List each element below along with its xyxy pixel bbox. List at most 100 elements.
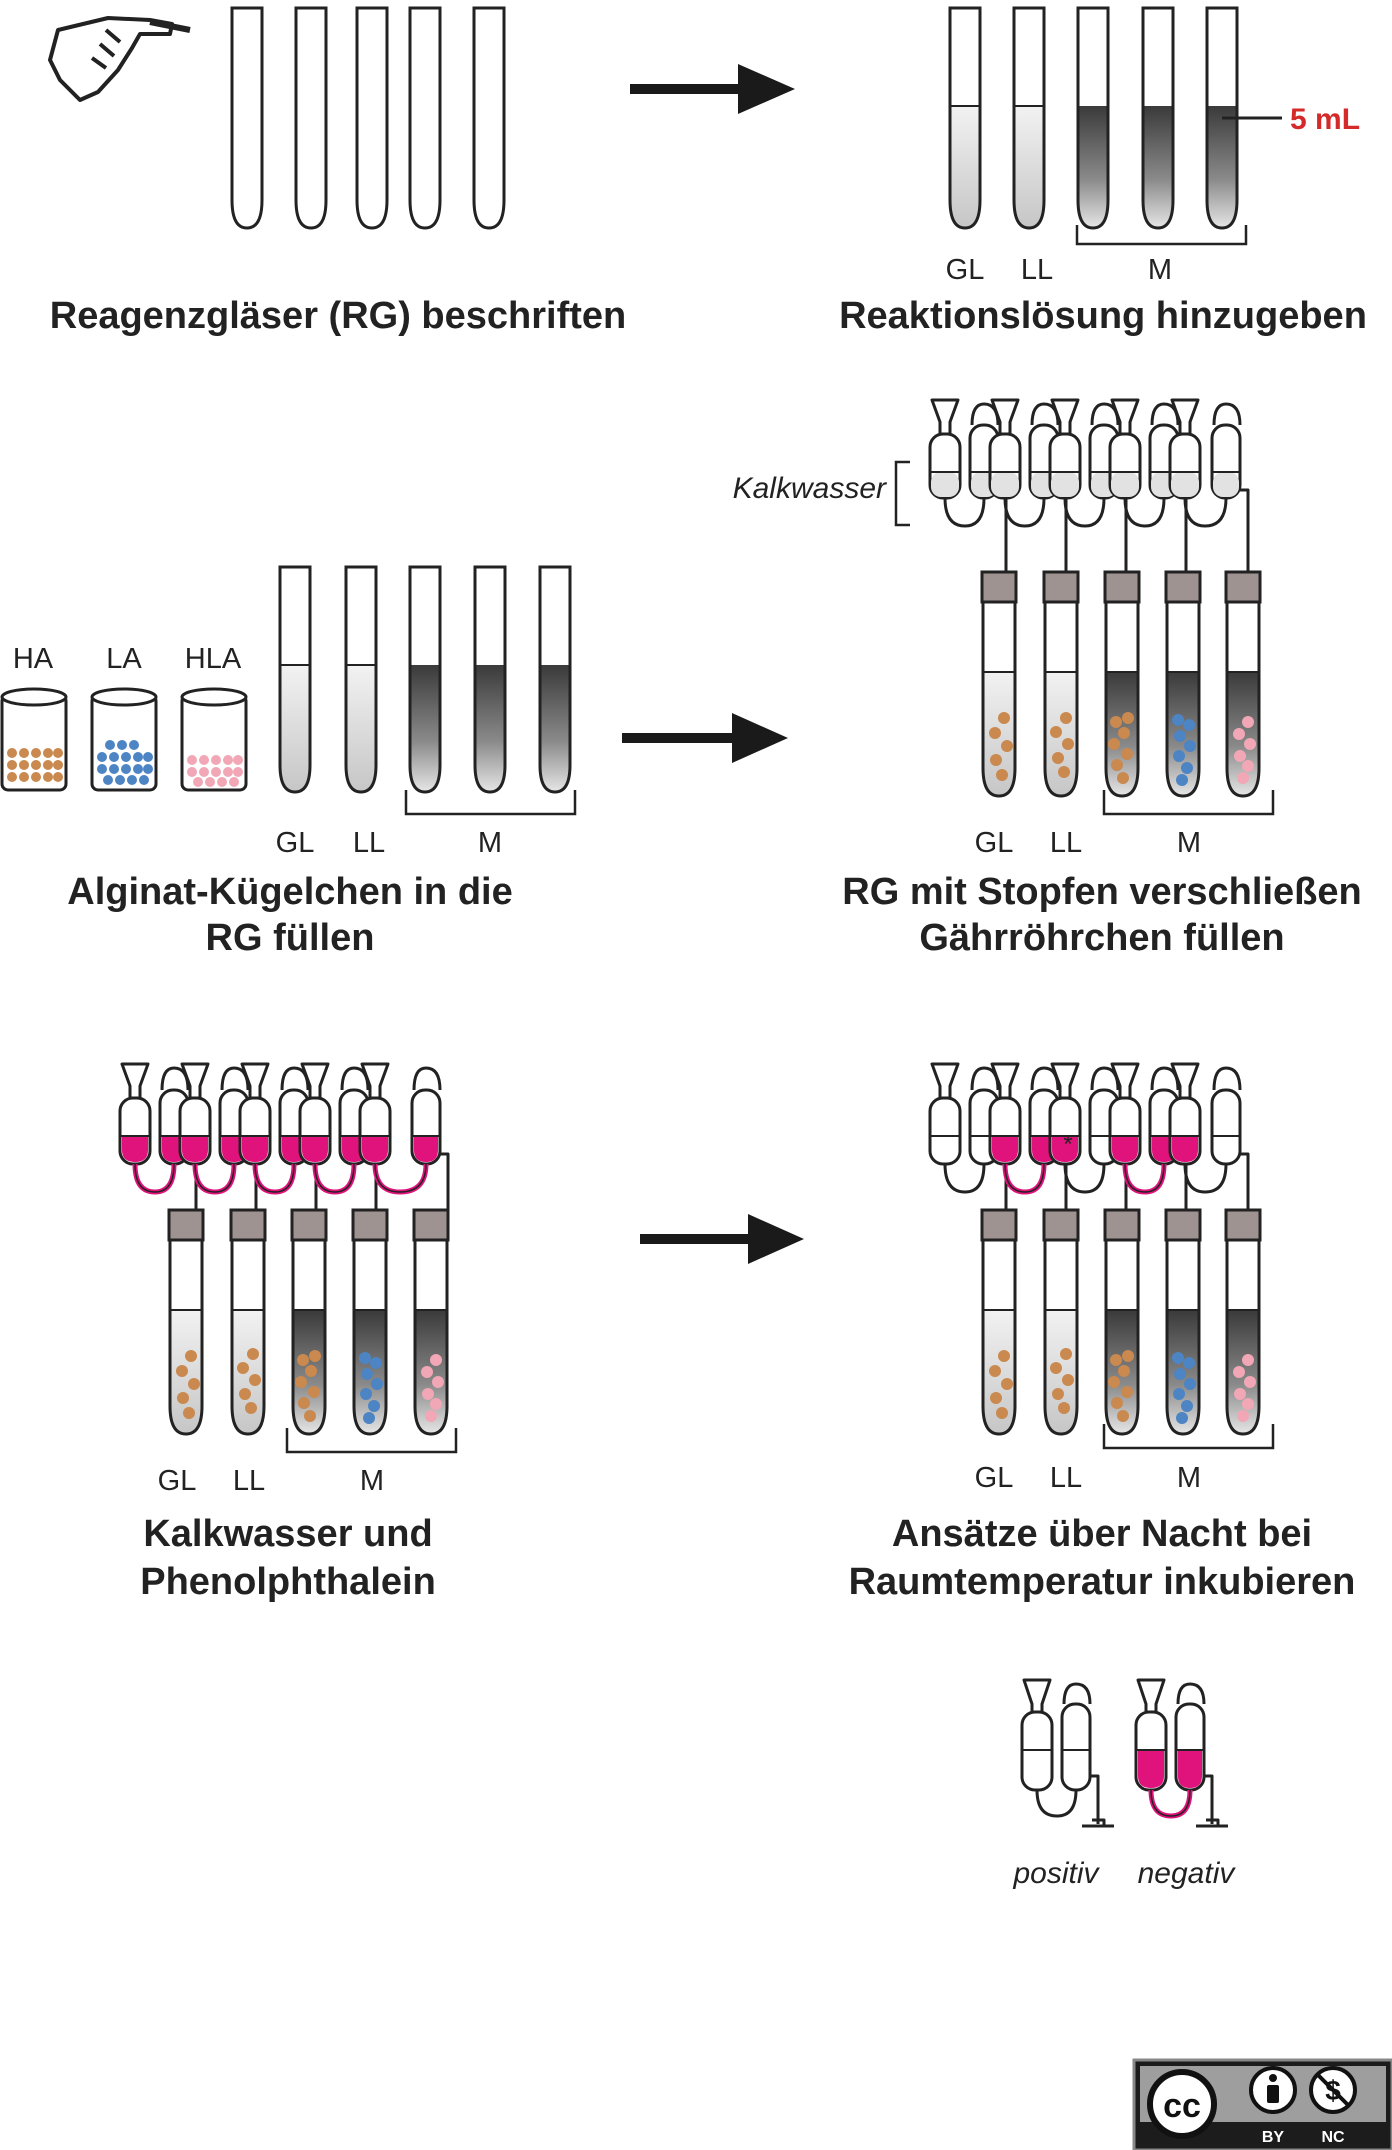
empty-tube — [472, 6, 506, 230]
fermentation-tube-row-result — [928, 1062, 1250, 1210]
label-ll: LL — [1050, 827, 1082, 859]
step-1: Reagenzgläser (RG) beschriften — [48, 6, 626, 337]
cc-icon: cc — [1147, 2069, 1217, 2139]
m-bracket — [1102, 790, 1275, 816]
tube-m — [1205, 6, 1239, 230]
step-3-title-line2: RG füllen — [206, 917, 375, 959]
label-m: M — [478, 827, 502, 859]
step-5: GL LL M Kalkwasser und Phenolphthalein — [118, 1062, 458, 1603]
arrow-icon — [622, 713, 788, 763]
fermentation-tube — [988, 1062, 1068, 1210]
svg-text:cc: cc — [1163, 2087, 1201, 2125]
label-m: M — [1177, 1462, 1201, 1494]
label-gl: GL — [276, 827, 315, 859]
step-4: Kalkwasser — [733, 398, 1362, 959]
kalkwasser-label: Kalkwasser — [733, 472, 887, 505]
tube-ll — [1012, 6, 1046, 230]
stoppered-tube-gl — [980, 570, 1018, 798]
m-bracket — [1102, 1424, 1275, 1450]
stoppered-tube-gl — [167, 1208, 205, 1436]
fermentation-tube — [1168, 1062, 1250, 1210]
hand-writing-icon — [48, 16, 191, 102]
noncommercial-icon: $ — [1309, 2066, 1357, 2114]
step-6-title-line2: Raumtemperatur inkubieren — [849, 1561, 1356, 1603]
bead-label-hla: HLA — [185, 643, 242, 675]
legend-negative-label: negativ — [1138, 1857, 1237, 1890]
step-5-title-line2: Phenolphthalein — [140, 1561, 436, 1603]
bead-label-la: LA — [106, 643, 142, 675]
beaker-la — [90, 687, 158, 792]
label-ll: LL — [353, 827, 385, 859]
label-m: M — [360, 1465, 384, 1497]
bead-label-ha: HA — [13, 643, 54, 675]
license-by-label: BY — [1262, 2129, 1285, 2146]
fermentation-tube-row-magenta — [118, 1062, 450, 1210]
beaker-hla — [180, 687, 248, 792]
cc-license-badge: cc $ BY NC — [1132, 2058, 1392, 2150]
fermentation-tube-row — [928, 398, 1250, 572]
tube-m — [408, 565, 442, 794]
m-bracket — [1075, 225, 1248, 246]
legend-positive-tube — [1020, 1678, 1114, 1828]
stoppered-tube-m — [1224, 1208, 1262, 1436]
legend-positive-label: positiv — [1012, 1857, 1100, 1890]
stoppered-tube-m — [1224, 570, 1262, 798]
empty-tube — [230, 6, 264, 230]
step-6: * — [849, 1062, 1356, 1603]
label-gl: GL — [946, 254, 985, 286]
alginate-beads-blue — [97, 740, 153, 785]
step-3: HA LA HLA — [0, 565, 577, 959]
label-gl: GL — [975, 1462, 1014, 1494]
step-4-title-line1: RG mit Stopfen verschließen — [842, 871, 1361, 913]
stoppered-tube-row — [980, 1208, 1262, 1436]
stoppered-tube-m — [1164, 570, 1202, 798]
volume-label: 5 mL — [1290, 103, 1360, 136]
license-nc-label: NC — [1321, 2129, 1345, 2146]
alginate-beads-pink — [187, 755, 243, 787]
empty-tube — [408, 6, 442, 230]
stoppered-tube-m — [1103, 570, 1141, 798]
label-gl: GL — [975, 827, 1014, 859]
label-m: M — [1148, 254, 1172, 286]
stoppered-tube-ll — [229, 1208, 267, 1436]
beaker-ha — [0, 687, 68, 792]
stoppered-tube-gl — [980, 1208, 1018, 1436]
label-ll: LL — [1021, 254, 1053, 286]
step-3-title-line1: Alginat-Kügelchen in die — [67, 871, 512, 913]
stoppered-tube-m — [1103, 1208, 1141, 1436]
stoppered-tube-row — [980, 570, 1262, 798]
stoppered-tube-m — [351, 1208, 389, 1436]
legend-negative-tube — [1134, 1678, 1228, 1828]
empty-tube — [355, 6, 389, 230]
tube-gl — [278, 565, 312, 794]
step-5-title-line1: Kalkwasser und — [143, 1513, 432, 1555]
arrow-icon — [640, 1214, 804, 1264]
result-legend: positiv negativ — [1012, 1678, 1237, 1890]
m-bracket — [404, 790, 577, 816]
step-2: 5 mL GL LL M Reaktionslösung hinzugeben — [839, 6, 1367, 337]
step-2-title: Reaktionslösung hinzugeben — [839, 295, 1367, 337]
stoppered-tube-m — [290, 1208, 328, 1436]
label-m: M — [1177, 827, 1201, 859]
step-4-title-line2: Gährröhrchen füllen — [919, 917, 1284, 959]
empty-tube-row — [230, 6, 506, 230]
stoppered-tube-row — [167, 1208, 450, 1436]
fermentation-tube — [928, 1062, 1008, 1210]
stoppered-tube-m — [412, 1208, 450, 1436]
step-1-title: Reagenzgläser (RG) beschriften — [50, 295, 626, 337]
tube-m — [538, 565, 572, 794]
stoppered-tube-ll — [1042, 1208, 1080, 1436]
empty-tube — [294, 6, 328, 230]
m-bracket — [285, 1428, 458, 1454]
fermentation-tube — [358, 1062, 450, 1210]
label-gl: GL — [158, 1465, 197, 1497]
asterisk-mark: * — [1063, 1131, 1072, 1158]
stoppered-tube-ll — [1042, 570, 1080, 798]
label-ll: LL — [233, 1465, 265, 1497]
fermentation-tube — [1168, 398, 1250, 572]
arrow-icon — [630, 64, 795, 114]
tube-gl — [948, 6, 982, 230]
tube-ll — [344, 565, 378, 794]
step-6-title-line1: Ansätze über Nacht bei — [892, 1513, 1312, 1555]
